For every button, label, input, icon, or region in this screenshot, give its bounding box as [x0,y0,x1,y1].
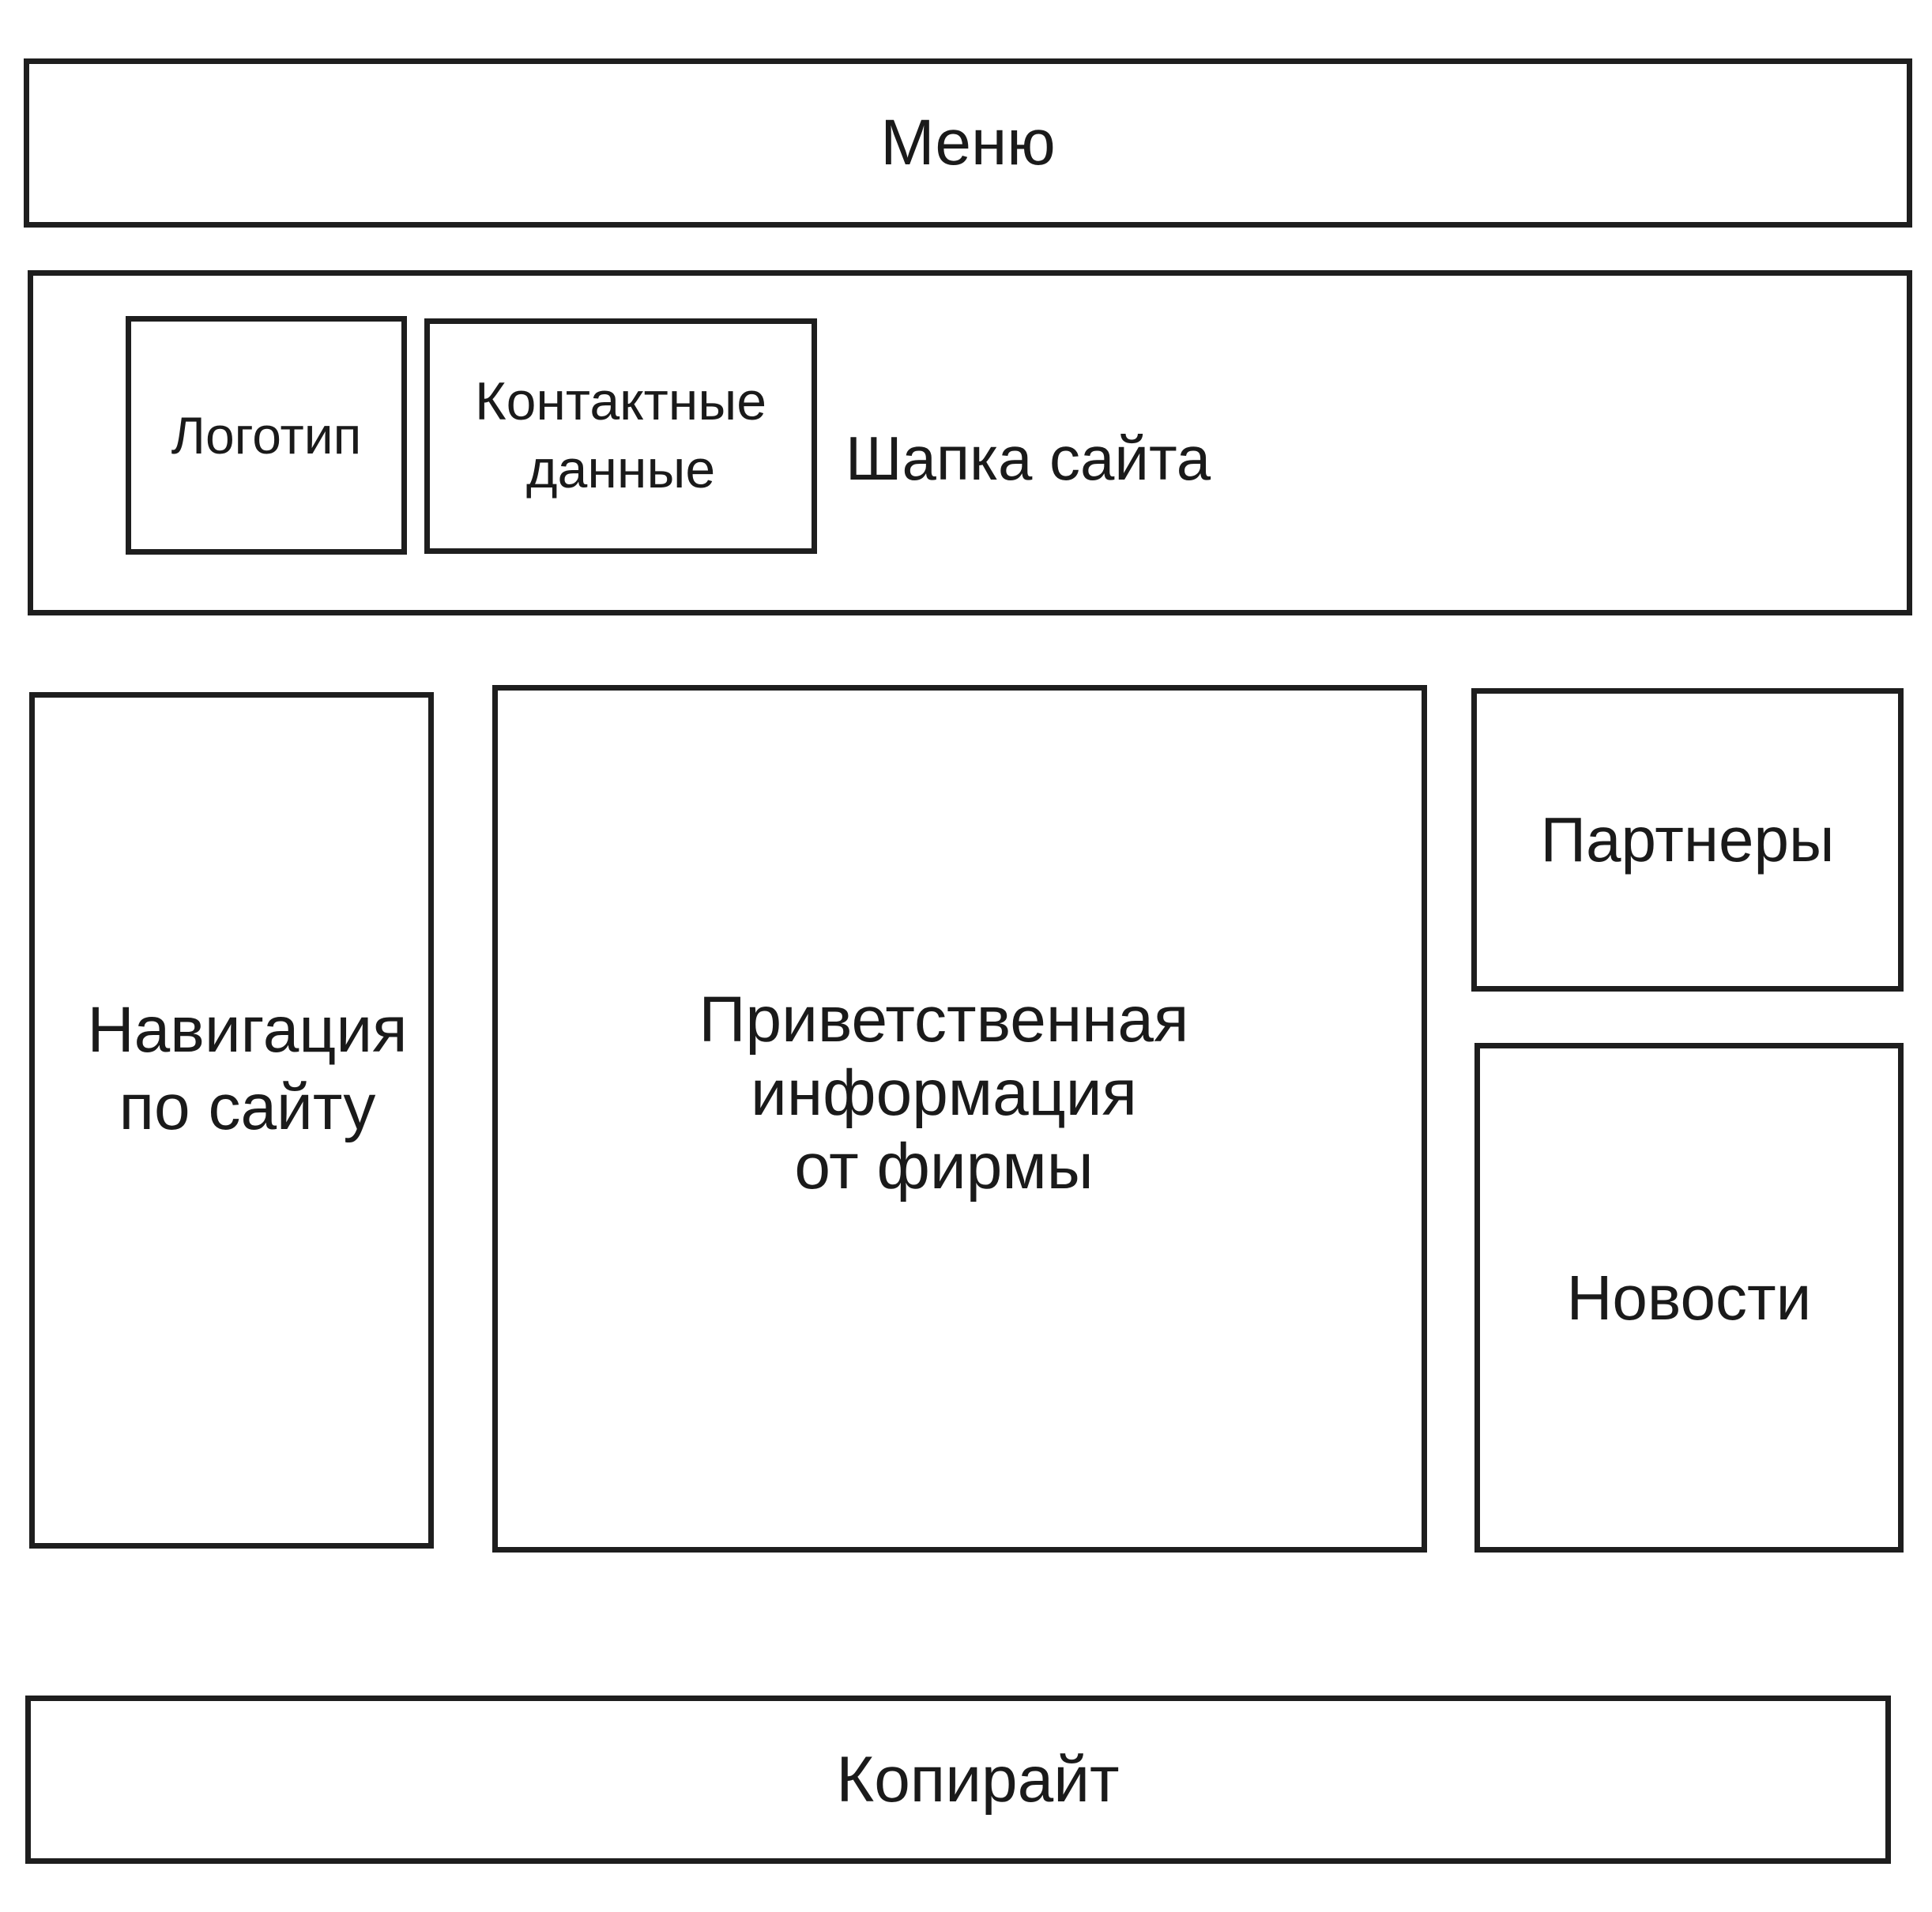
footer-label-text: Копирайт [836,1743,1120,1816]
logo-label: Логотип [131,322,401,549]
footer-block: Копирайт [25,1696,1891,1864]
menu-label: Меню [29,64,1907,222]
welcome-label: Приветственная информация от фирмы [466,983,1422,1203]
news-label: Новости [1480,1048,1898,1547]
logo-block: Логотип [126,316,407,555]
news-block: Новости [1474,1043,1904,1553]
welcome-line-1: Приветственная [699,984,1189,1056]
partners-label: Партнеры [1477,694,1898,986]
welcome-line-3: от фирмы [794,1131,1094,1203]
navigation-label: Навигация по сайту [19,992,476,1146]
contacts-label: Контактные данные [430,367,812,503]
welcome-block: Приветственная информация от фирмы [492,685,1427,1553]
logo-label-text: Логотип [171,406,362,465]
menu-block: Меню [24,58,1912,228]
header-label: Шапка сайта [845,427,1211,489]
header-label-text: Шапка сайта [845,423,1211,493]
menu-label-text: Меню [880,107,1056,179]
welcome-line-2: информация [751,1057,1137,1129]
partners-block: Партнеры [1471,688,1904,992]
contacts-block: Контактные данные [424,318,817,554]
partners-label-text: Партнеры [1540,804,1835,875]
contacts-line-1: Контактные [474,371,767,431]
contacts-line-2: данные [525,439,716,499]
news-label-text: Новости [1566,1262,1812,1333]
header-block: Логотип Контактные данные Шапка сайта [28,270,1912,615]
navigation-line-1: Навигация [87,994,408,1066]
navigation-block: Навигация по сайту [29,692,434,1549]
navigation-line-2: по сайту [119,1071,376,1143]
footer-label: Копирайт [31,1701,1885,1858]
